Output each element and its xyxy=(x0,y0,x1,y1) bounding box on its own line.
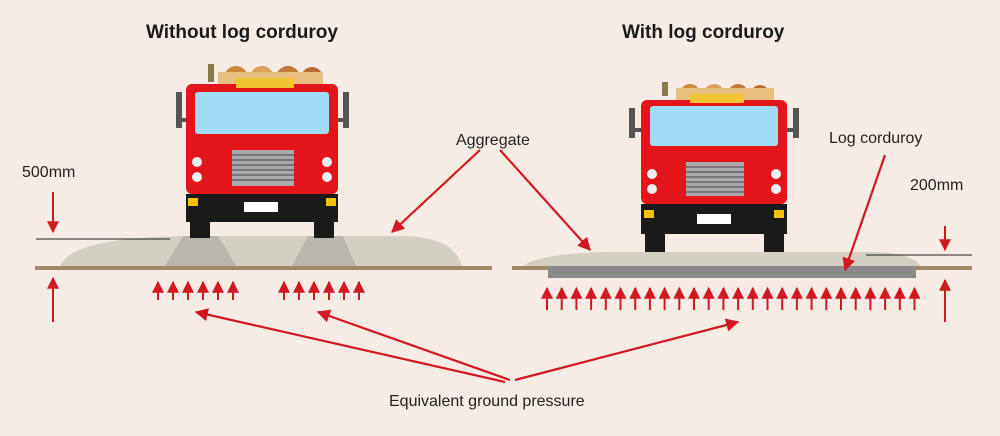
aggregate-label: Aggregate xyxy=(456,132,530,149)
pressure-arrows-right xyxy=(541,286,921,310)
left-panel xyxy=(35,64,492,322)
pressure-arrows-left-2 xyxy=(278,280,365,300)
log-corduroy-label: Log corduroy xyxy=(829,130,923,147)
pressure-cone-left-2 xyxy=(292,236,356,266)
pressure-pointer-1 xyxy=(194,308,506,384)
aggregate-mound-left xyxy=(60,236,462,266)
right-panel xyxy=(512,82,972,322)
depth-label-left: 500mm xyxy=(22,164,76,181)
pointer-arrows xyxy=(194,149,887,384)
pressure-label: Equivalent ground pressure xyxy=(389,393,585,410)
left-panel-title: Without log corduroy xyxy=(146,22,338,43)
pressure-pointer-2 xyxy=(316,309,511,382)
ground-line-left xyxy=(35,266,492,270)
aggregate-layer-right xyxy=(522,252,922,268)
pressure-arrows-left-1 xyxy=(152,280,239,300)
truck-left xyxy=(176,64,349,238)
corduroy-pointer xyxy=(842,154,887,272)
pressure-pointer-3 xyxy=(514,318,740,382)
depth-label-right: 200mm xyxy=(910,177,964,194)
aggregate-pointer-left xyxy=(391,149,481,233)
pressure-cone-left-1 xyxy=(165,236,236,266)
right-panel-title: With log corduroy xyxy=(622,22,785,43)
aggregate-pointer-right xyxy=(499,149,591,251)
truck-right xyxy=(629,82,799,252)
